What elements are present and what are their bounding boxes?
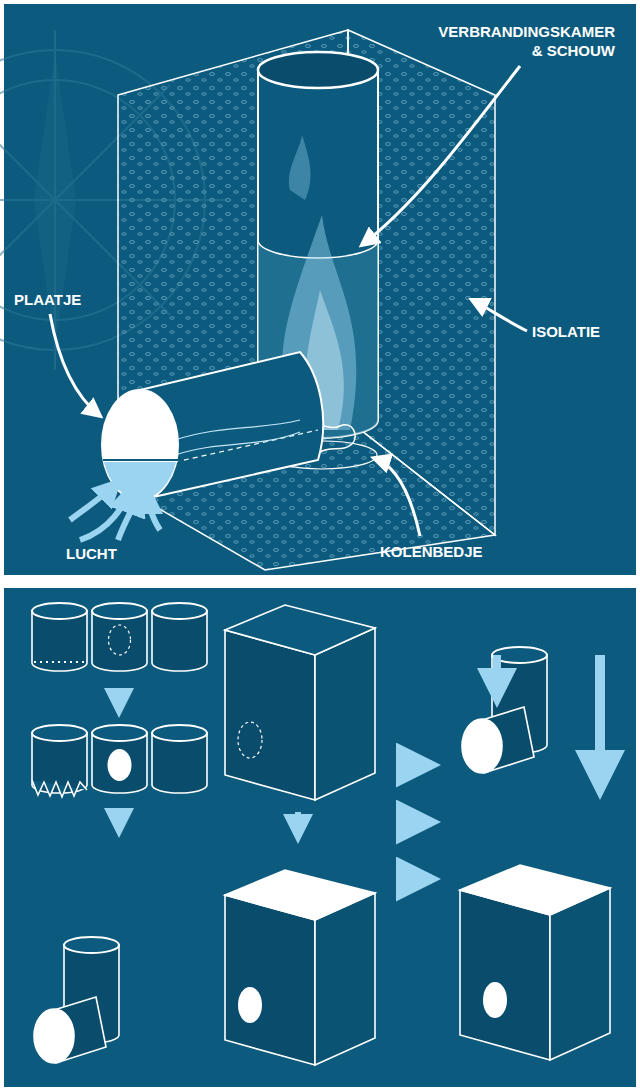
part-label: KOLENBEDJE [380,542,520,561]
part-label: VERBRANDINGSKAMER & SCHOUW [425,22,615,60]
part-label: PLAATJE [14,290,124,309]
part-label: ISOLATIE [532,322,632,341]
part-label: LUCHT [66,544,166,563]
